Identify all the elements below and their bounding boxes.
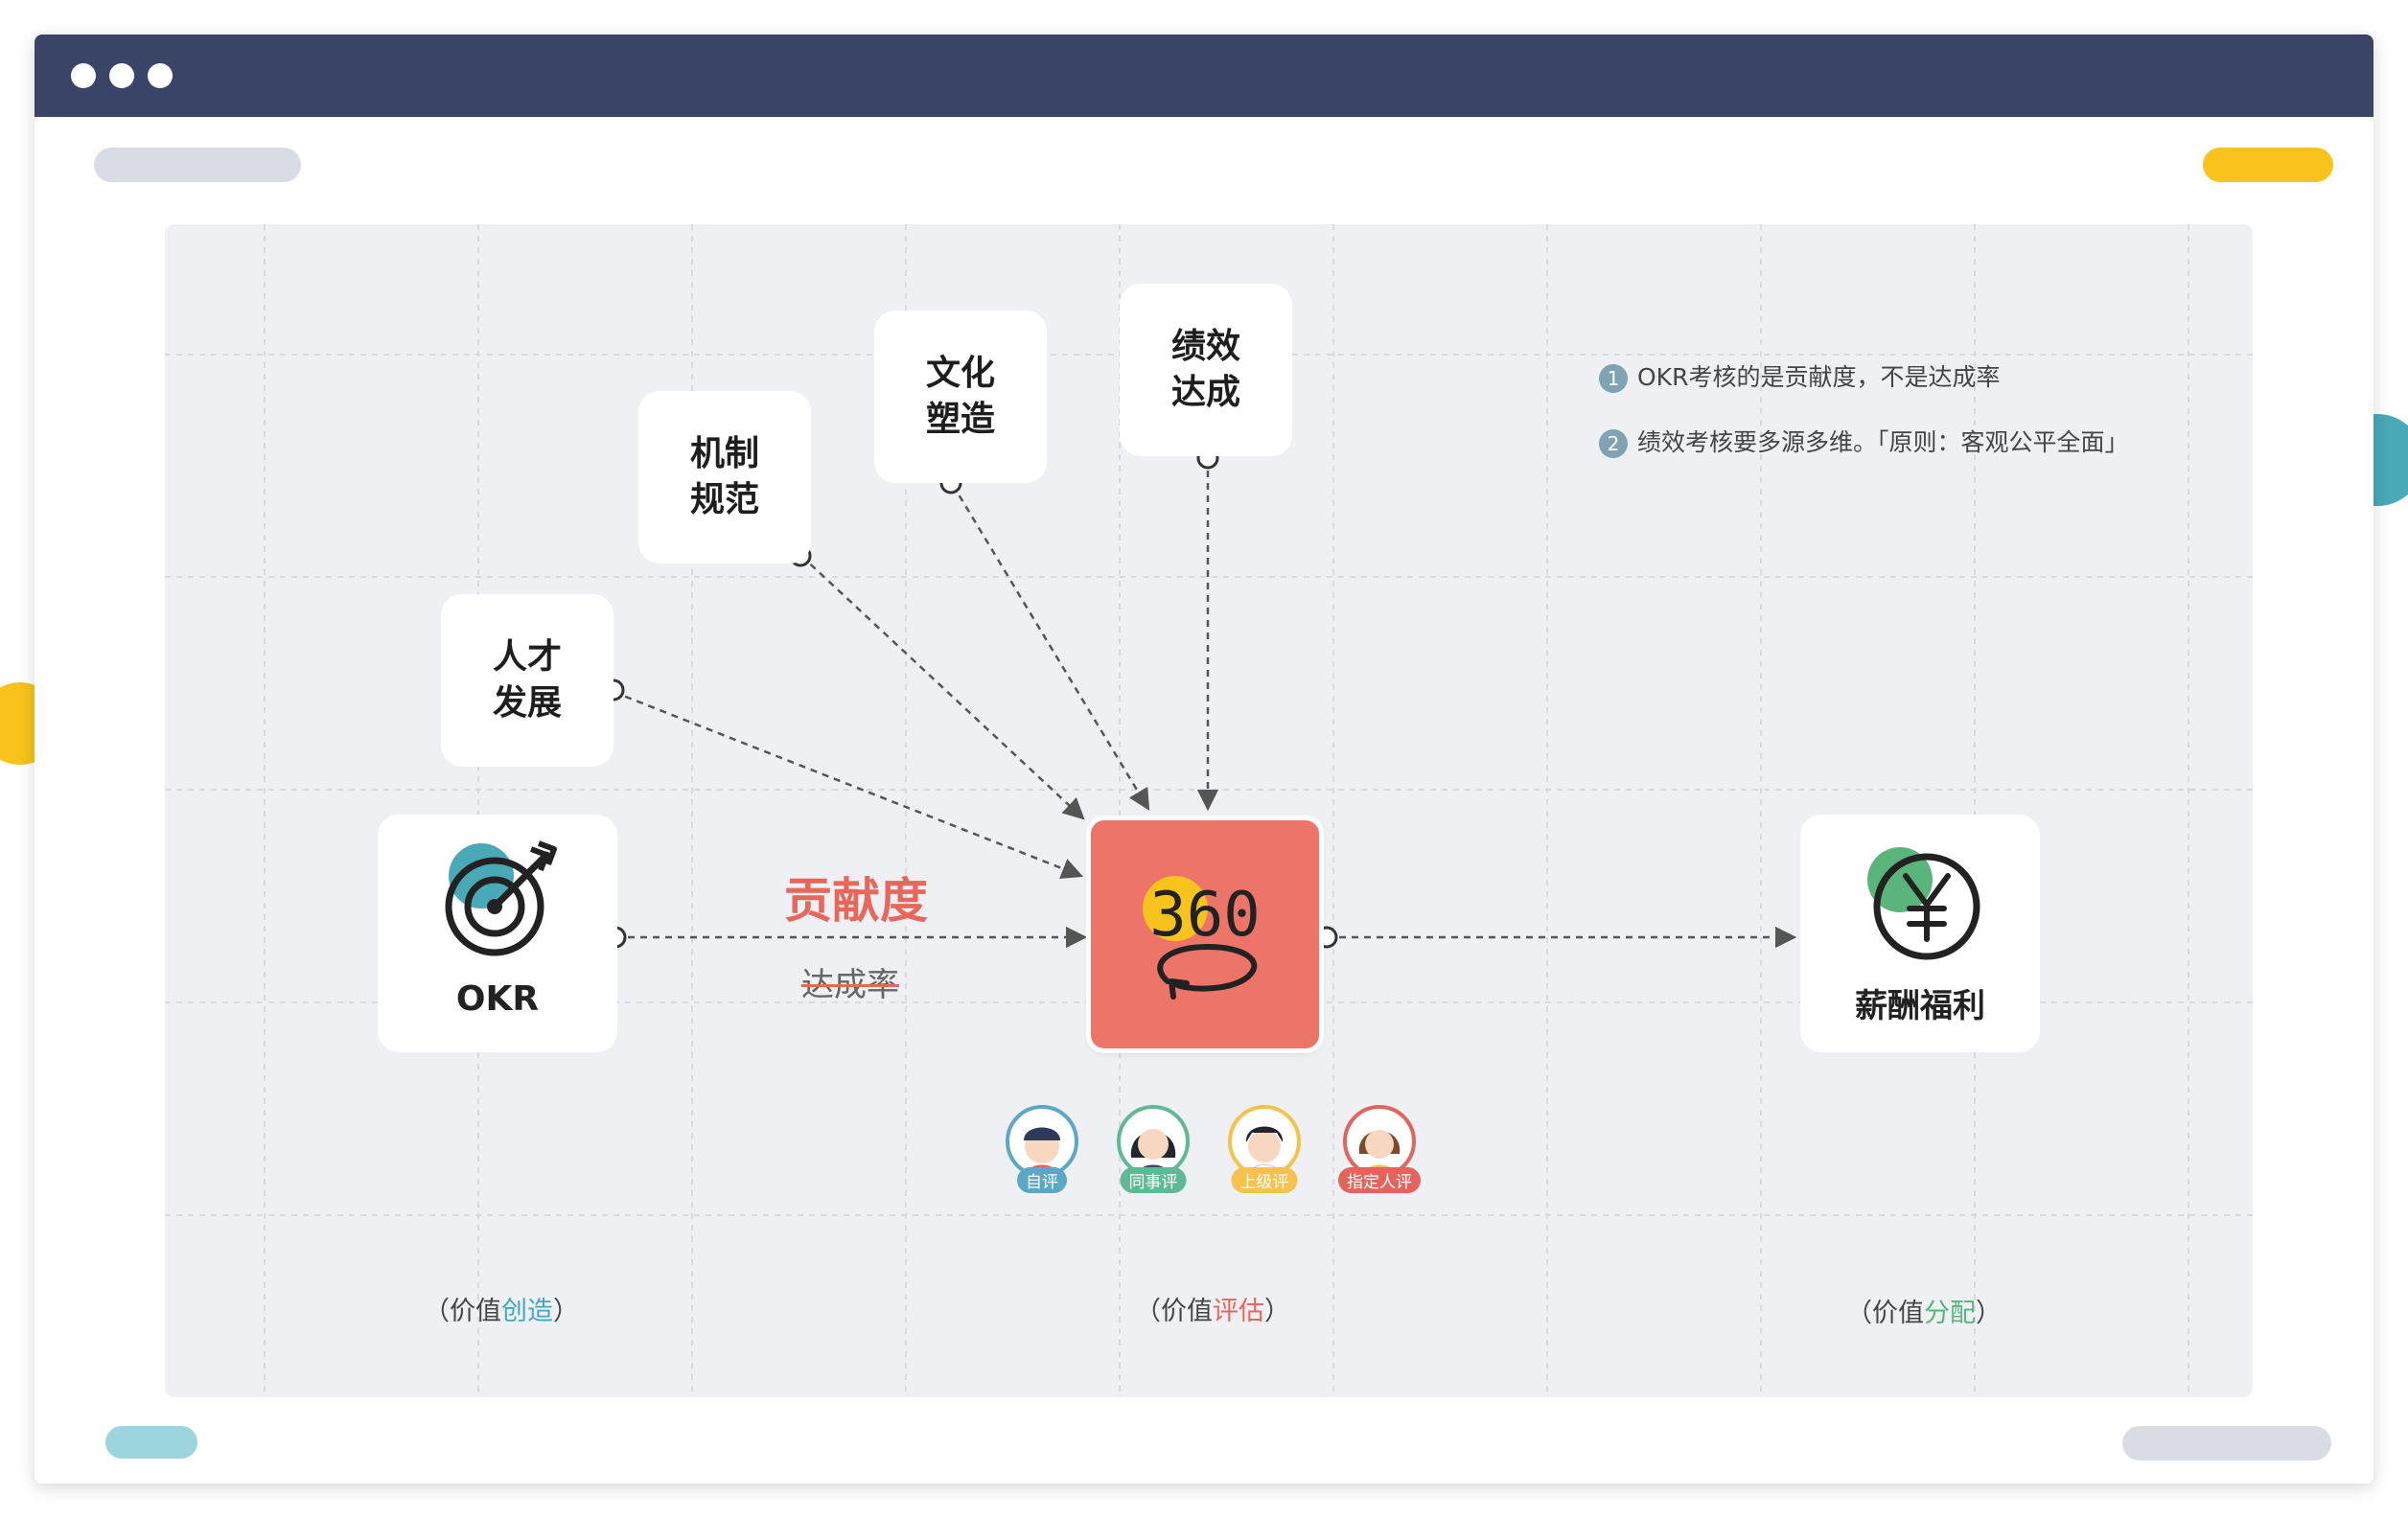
card-salary-benefits[interactable]: 薪酬福利 bbox=[1800, 815, 2040, 1052]
connector-talent bbox=[613, 690, 1084, 880]
card-okr[interactable]: OKR bbox=[378, 815, 617, 1052]
note-2-text: 绩效考核要多源多维。「原则：客观公平全面」 bbox=[1637, 428, 2129, 456]
caption-value-distribution: （价值分配） bbox=[1846, 1299, 2002, 1328]
reviewer-peer-label: 同事评 bbox=[1120, 1167, 1187, 1193]
browser-window: 人才 发展 机制 规范 文化 塑造 绩效 达成 bbox=[35, 34, 2373, 1484]
reviewer-self[interactable]: 自评 bbox=[1005, 1104, 1079, 1193]
caption-value-evaluation: （价值评估） bbox=[1135, 1297, 1290, 1326]
card-performance[interactable]: 绩效 达成 bbox=[1120, 284, 1292, 456]
window-dot-2[interactable] bbox=[109, 63, 134, 88]
reviewer-peer[interactable]: 同事评 bbox=[1116, 1104, 1191, 1193]
caption-distribution-keyword: 分配 bbox=[1924, 1299, 1976, 1328]
reviewer-designated[interactable]: 指定人评 bbox=[1338, 1104, 1421, 1193]
reviewer-designated-label: 指定人评 bbox=[1338, 1167, 1421, 1193]
card-talent-line2: 发展 bbox=[492, 683, 562, 723]
label-completion-rate: 达成率 bbox=[801, 966, 899, 1004]
caption-evaluation-keyword: 评估 bbox=[1213, 1297, 1264, 1326]
diagram-canvas: 人才 发展 机制 规范 文化 塑造 绩效 达成 bbox=[165, 224, 2253, 1397]
card-performance-line1: 绩效 bbox=[1170, 327, 1240, 366]
card-mechanism-line2: 规范 bbox=[689, 480, 759, 519]
placeholder-pill-bottom-left bbox=[105, 1426, 197, 1459]
note-2-number: 2 bbox=[1599, 429, 1628, 458]
placeholder-pill-top-right bbox=[2203, 148, 2333, 182]
card-talent-line1: 人才 bbox=[492, 637, 562, 677]
note-2: 2 绩效考核要多源多维。「原则：客观公平全面」 bbox=[1599, 424, 2129, 458]
reviewer-superior-label: 上级评 bbox=[1231, 1167, 1298, 1193]
window-dot-3[interactable] bbox=[148, 63, 173, 88]
hub-360[interactable]: 360 bbox=[1091, 820, 1319, 1048]
reviewer-superior[interactable]: 上级评 bbox=[1227, 1104, 1302, 1193]
note-1-text: OKR考核的是贡献度，不是达成率 bbox=[1637, 363, 2001, 391]
target-arrow-icon bbox=[445, 840, 557, 956]
card-mechanism[interactable]: 机制 规范 bbox=[638, 391, 811, 564]
reviewer-self-label: 自评 bbox=[1017, 1167, 1067, 1193]
yen-coin-icon bbox=[1867, 847, 1980, 960]
card-culture[interactable]: 文化 塑造 bbox=[874, 310, 1047, 483]
hub-360-label: 360 bbox=[1149, 880, 1261, 951]
connector-mechanism bbox=[800, 555, 1085, 820]
title-bar bbox=[35, 34, 2373, 117]
note-1: 1 OKR考核的是贡献度，不是达成率 bbox=[1599, 358, 2000, 393]
connector-culture bbox=[951, 484, 1150, 811]
port-hub-out bbox=[1315, 926, 1338, 949]
card-culture-line1: 文化 bbox=[925, 354, 995, 393]
card-performance-line2: 达成 bbox=[1170, 373, 1240, 412]
placeholder-pill-top-left bbox=[94, 148, 301, 182]
window-dot-1[interactable] bbox=[71, 63, 96, 88]
okr-label: OKR bbox=[455, 979, 540, 1019]
note-1-number: 1 bbox=[1599, 364, 1628, 393]
salary-label: 薪酬福利 bbox=[1855, 987, 1985, 1025]
label-contribution: 贡献度 bbox=[784, 873, 928, 929]
caption-creation-keyword: 创造 bbox=[501, 1297, 553, 1326]
card-talent-development[interactable]: 人才 发展 bbox=[441, 594, 614, 767]
caption-value-creation: （价值创造） bbox=[424, 1297, 579, 1326]
card-culture-line2: 塑造 bbox=[925, 400, 995, 439]
placeholder-pill-bottom-right bbox=[2122, 1426, 2331, 1460]
card-mechanism-line1: 机制 bbox=[689, 434, 759, 473]
